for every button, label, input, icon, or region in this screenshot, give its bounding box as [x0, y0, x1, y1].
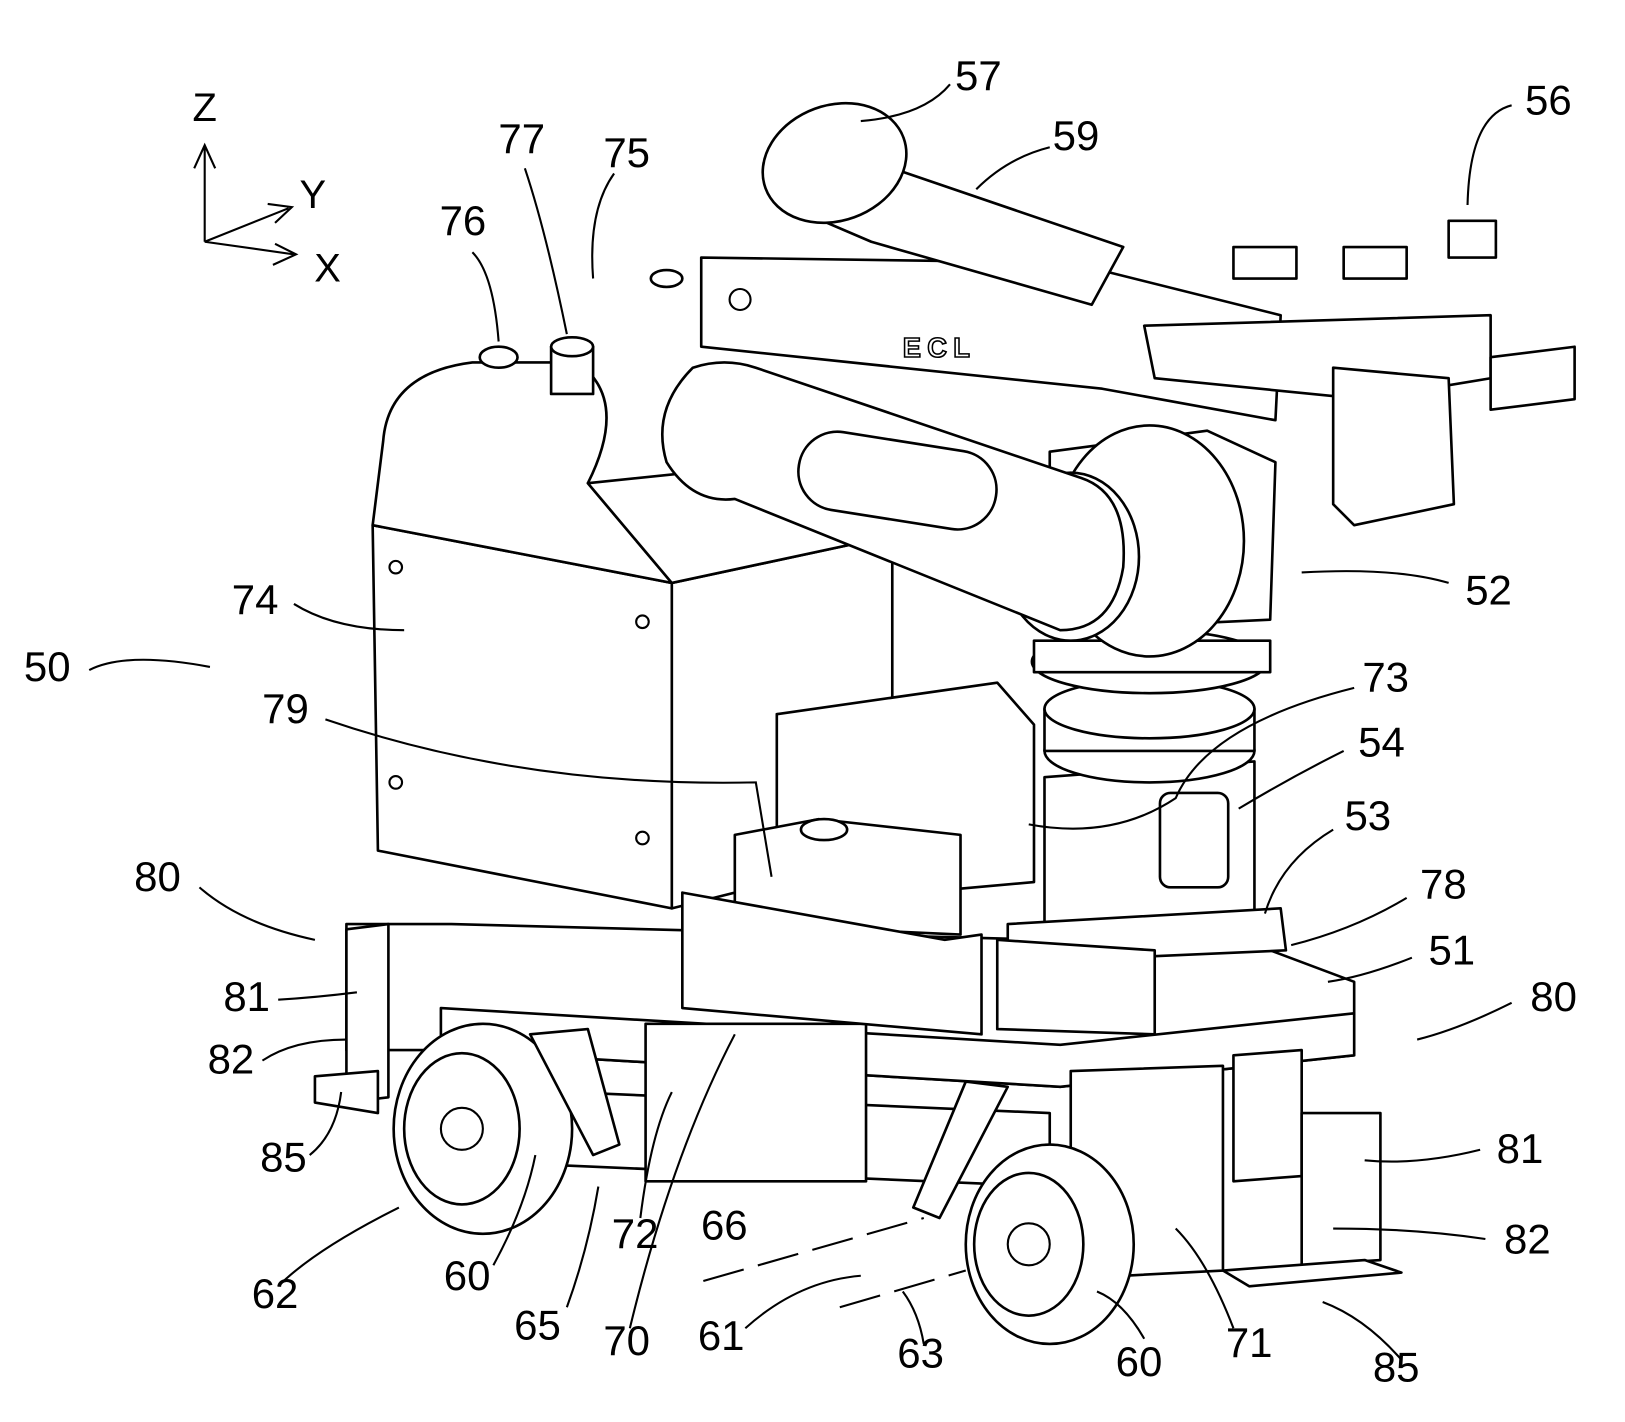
label-59: 59	[1053, 112, 1100, 159]
label-82-right: 82	[1504, 1215, 1551, 1262]
label-79: 79	[262, 685, 309, 732]
label-60-right: 60	[1116, 1338, 1163, 1385]
label-75: 75	[603, 129, 650, 176]
label-81-right: 81	[1497, 1125, 1544, 1172]
label-66: 66	[701, 1202, 748, 1249]
label-72: 72	[612, 1210, 659, 1257]
axis-z-label: Z	[193, 86, 217, 130]
label-80-right: 80	[1530, 973, 1577, 1020]
label-78: 78	[1420, 860, 1467, 907]
label-76: 76	[440, 197, 487, 244]
label-52: 52	[1465, 567, 1512, 614]
label-62: 62	[252, 1270, 299, 1317]
label-57: 57	[955, 52, 1002, 99]
label-85-right: 85	[1373, 1343, 1420, 1390]
label-73: 73	[1362, 654, 1409, 701]
label-65: 65	[514, 1301, 561, 1348]
label-70: 70	[603, 1317, 650, 1364]
axis-triad: Z Y X	[193, 86, 341, 291]
axis-x-label: X	[314, 247, 341, 291]
label-54: 54	[1358, 719, 1405, 766]
reference-numerals: 57 59 56 77 75 76 74 50 52 73 54 79 53 8…	[24, 52, 1577, 1390]
label-63: 63	[897, 1330, 944, 1377]
machine-body: ECL	[313, 101, 1576, 1346]
label-51: 51	[1428, 927, 1475, 974]
label-60-left: 60	[444, 1252, 491, 1299]
label-80-left: 80	[134, 853, 181, 900]
label-50: 50	[24, 643, 71, 690]
label-56: 56	[1525, 76, 1572, 123]
label-61: 61	[698, 1312, 745, 1359]
ecl-marking: ECL	[903, 332, 976, 363]
label-77: 77	[498, 115, 545, 162]
label-74: 74	[232, 576, 279, 623]
leader-lines	[88, 83, 1513, 1361]
axis-y-label: Y	[300, 173, 327, 217]
label-81-left: 81	[223, 973, 270, 1020]
label-71: 71	[1226, 1319, 1273, 1366]
label-82-left: 82	[208, 1036, 255, 1083]
label-53: 53	[1344, 792, 1391, 839]
label-85-left: 85	[260, 1133, 307, 1180]
